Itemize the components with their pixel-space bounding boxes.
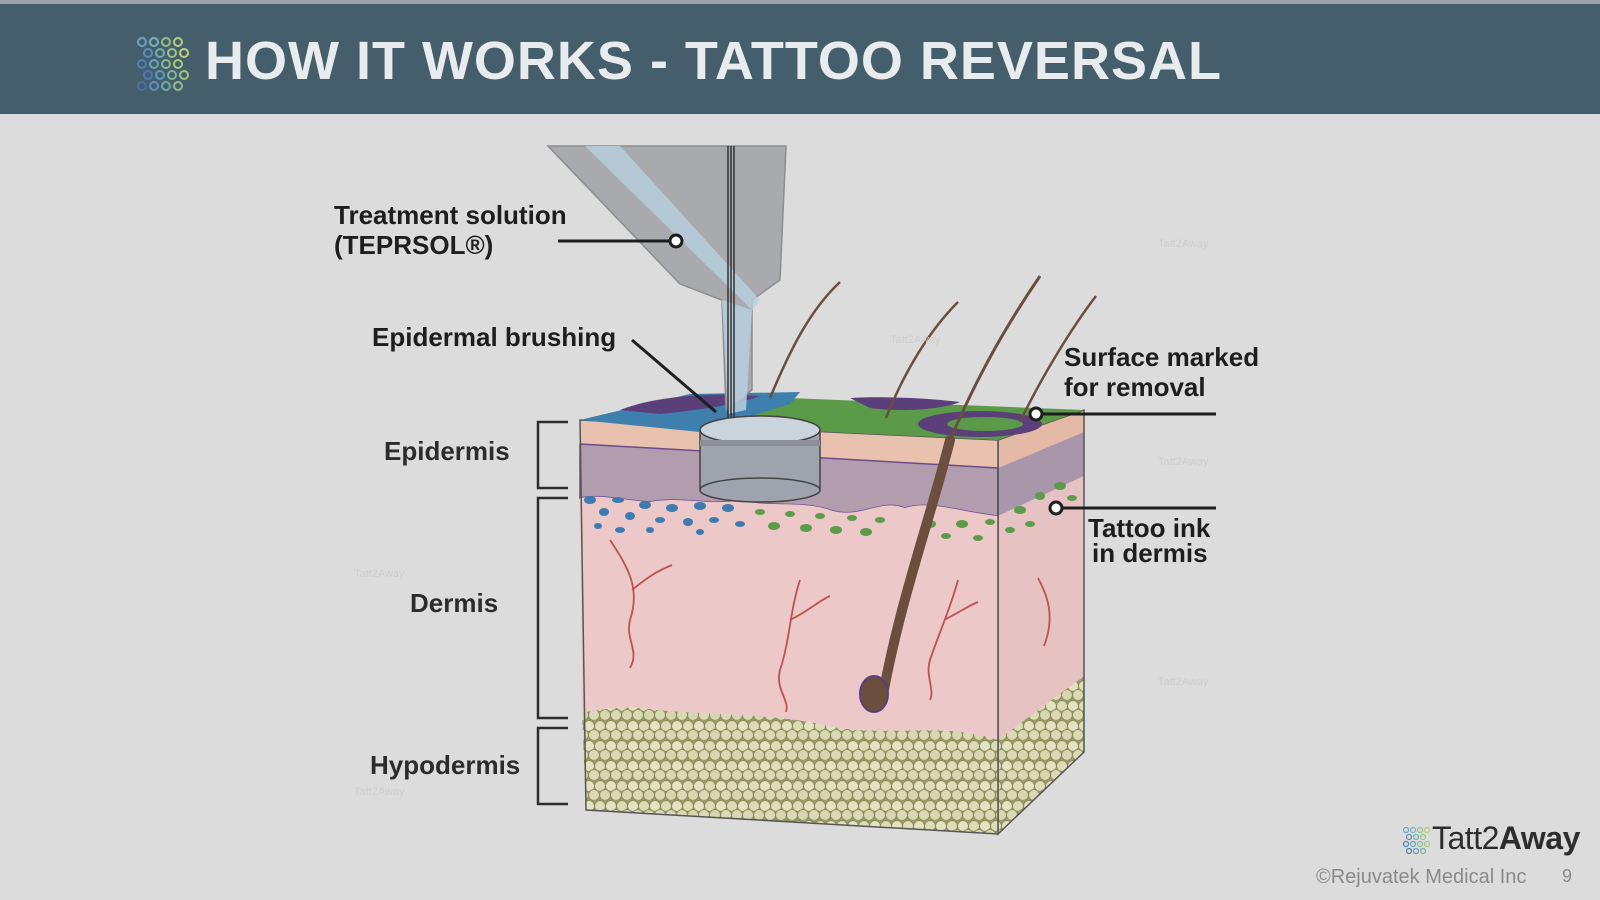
tattoo-ink-label: Tattoo ink in dermis bbox=[1088, 513, 1211, 568]
watermark: Tatt2Away bbox=[890, 334, 941, 346]
epidermal-brushing-label: Epidermal brushing bbox=[372, 322, 617, 352]
slide-title: HOW IT WORKS - TATTOO REVERSAL bbox=[205, 31, 1222, 91]
treatment-solution-line1: Treatment solution bbox=[334, 200, 567, 230]
brand-name-light: Tatt2 bbox=[1432, 820, 1499, 856]
treatment-device bbox=[546, 145, 787, 460]
watermark: Tatt2Away bbox=[1158, 456, 1209, 468]
epidermis-label: Epidermis bbox=[384, 436, 510, 466]
dots-logo-icon bbox=[137, 37, 189, 91]
hair-follicle bbox=[859, 275, 1042, 713]
callout-lines bbox=[558, 233, 1216, 516]
skin-block-side-face bbox=[997, 408, 1085, 836]
watermark: Tatt2Away bbox=[354, 568, 405, 580]
layer-brackets bbox=[536, 420, 568, 806]
watermark: Tatt2Away bbox=[1158, 238, 1209, 250]
brand-name-bold: Away bbox=[1498, 820, 1581, 856]
hypodermis-label: Hypodermis bbox=[370, 750, 521, 780]
surface-marked-line1: Surface marked bbox=[1064, 342, 1260, 372]
surface-marked-label: Surface marked for removal bbox=[1064, 342, 1259, 402]
treatment-solution-label: Treatment solution (TEPRSOL®) bbox=[334, 200, 567, 260]
brand-name: Tatt2Away bbox=[1432, 820, 1580, 857]
dermis-label: Dermis bbox=[410, 588, 499, 618]
copyright-text: ©Rejuvatek Medical Inc bbox=[1316, 866, 1527, 888]
hair-strands bbox=[768, 281, 1097, 423]
top-accent-line bbox=[0, 0, 1600, 4]
treatment-solution-line2: (TEPRSOL®) bbox=[334, 230, 494, 260]
tattoo-ink-line2: in dermis bbox=[1092, 538, 1208, 568]
page-number: 9 bbox=[1562, 866, 1573, 886]
dermis-ink-particles bbox=[584, 482, 1077, 541]
watermark: Tatt2Away bbox=[1158, 676, 1209, 688]
watermark: Tatt2Away bbox=[354, 786, 405, 798]
blood-vessels bbox=[609, 539, 1051, 713]
slide-header: HOW IT WORKS - TATTOO REVERSAL bbox=[0, 4, 1600, 114]
treated-cylinder bbox=[699, 415, 821, 503]
brand-logo-icon bbox=[1402, 826, 1430, 854]
tattoo-ink-line1: Tattoo ink bbox=[1088, 513, 1211, 543]
surface-marked-line2: for removal bbox=[1064, 372, 1206, 402]
